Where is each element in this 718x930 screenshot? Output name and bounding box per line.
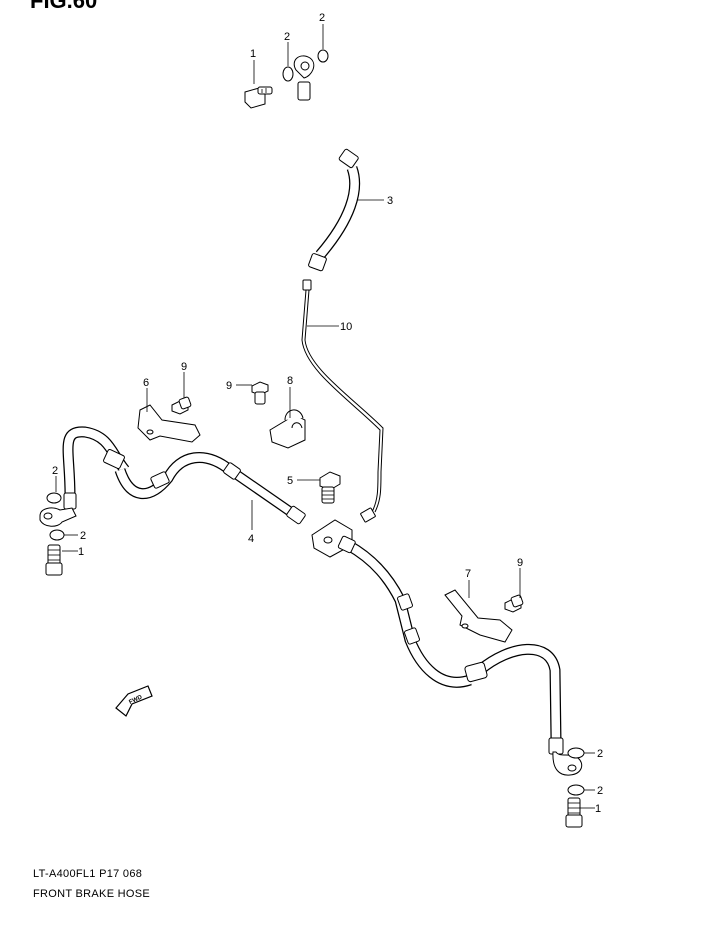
hose-clamp (269, 409, 306, 449)
forward-arrow-icon: FWD (115, 685, 153, 717)
callout-3: 3 (387, 195, 393, 207)
callout-9-mid: 9 (181, 361, 187, 373)
washer-top-b (317, 49, 329, 63)
washer-right-b (567, 784, 585, 796)
left-banjo-fitting (39, 507, 77, 527)
callout-2-left-b: 2 (80, 530, 86, 542)
callout-2-top-b: 2 (319, 12, 325, 24)
callout-1-right: 1 (595, 803, 601, 815)
callout-6: 6 (143, 377, 149, 389)
footer-model-code: LT-A400FL1 P17 068 (33, 868, 143, 880)
callout-2-left-a: 2 (52, 465, 58, 477)
bolt-bracket-right (504, 594, 524, 613)
bolt-clamp (251, 381, 269, 405)
callout-1-left: 1 (78, 546, 84, 558)
washer-right-a (567, 747, 585, 759)
callout-7: 7 (465, 568, 471, 580)
lower-right-brake-hose (337, 535, 564, 755)
callout-numbers: 1 2 2 3 10 9 6 9 8 5 4 2 2 1 7 9 2 2 1 (52, 12, 603, 815)
callout-5: 5 (287, 475, 293, 487)
callout-9-right: 9 (517, 557, 523, 569)
callout-10: 10 (340, 321, 352, 333)
callout-8: 8 (287, 375, 293, 387)
callout-2-top-a: 2 (284, 31, 290, 43)
bracket-right (444, 589, 513, 643)
junction-bolt (319, 471, 341, 504)
banjo-bolt-left (45, 544, 63, 576)
callout-9-left: 9 (226, 380, 232, 392)
callout-2-right-a: 2 (597, 748, 603, 760)
footer-caption: FRONT BRAKE HOSE (33, 888, 151, 900)
bolt-bracket-left (171, 396, 192, 415)
banjo-bolt-right (565, 797, 583, 828)
washer-left-a (46, 492, 62, 504)
callout-2-right-b: 2 (597, 785, 603, 797)
washer-left-b (49, 529, 65, 541)
banjo-bolt-top (244, 86, 273, 109)
callout-1-top: 1 (250, 48, 256, 60)
brake-pipe (301, 279, 384, 523)
bracket-left (137, 404, 201, 443)
lower-left-brake-hose (62, 426, 306, 525)
callout-leaders (55, 24, 595, 809)
callout-4: 4 (248, 533, 254, 545)
upper-brake-hose (293, 55, 361, 272)
forward-arrow-label: FWD (128, 694, 144, 705)
figure-title: FIG.60 (30, 0, 98, 13)
washer-top-a (282, 66, 294, 82)
